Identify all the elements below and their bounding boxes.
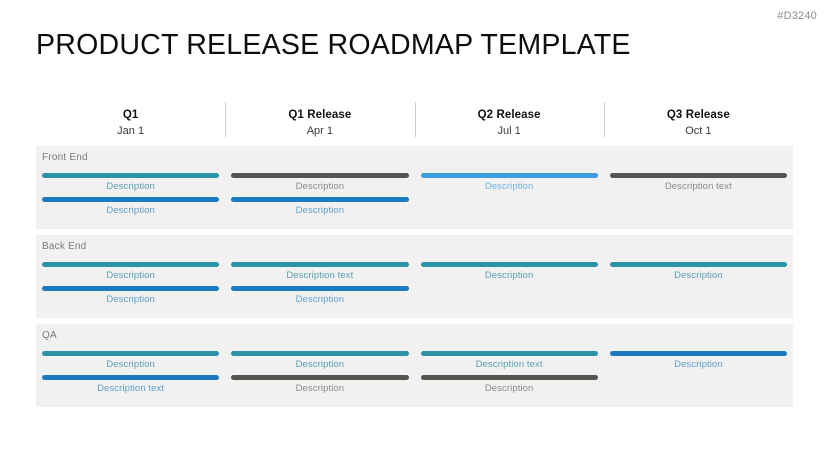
task-cell[interactable]: Description text — [415, 349, 604, 373]
task-label: Description text — [97, 383, 165, 394]
task-label: Description text — [664, 181, 732, 192]
task-label: Description — [295, 359, 345, 370]
task-cell — [415, 195, 604, 219]
task-bar[interactable] — [42, 375, 220, 380]
task-bar[interactable] — [609, 351, 787, 356]
task-cell[interactable]: Description — [415, 373, 604, 397]
timeline-column-date: Jan 1 — [117, 125, 145, 137]
timeline-column-title: Q3 Release — [666, 109, 730, 121]
task-cell[interactable]: Description — [415, 260, 604, 284]
task-bar[interactable] — [231, 173, 409, 178]
timeline-column-title: Q1 Release — [288, 109, 352, 121]
task-cell[interactable]: Description — [225, 195, 414, 219]
task-row: Description Description Description Descrip… — [36, 171, 793, 195]
task-label: Description — [484, 383, 534, 394]
task-cell[interactable]: Description — [225, 284, 414, 308]
task-bar[interactable] — [231, 197, 409, 202]
task-bar[interactable] — [42, 351, 220, 356]
swimlane-label: Front End — [42, 152, 88, 163]
task-cell — [604, 284, 793, 308]
task-cell[interactable]: Description — [415, 171, 604, 195]
task-row: Description text Description Description — [36, 373, 793, 397]
task-row: Description Description text Description De… — [36, 260, 793, 284]
task-cell — [415, 284, 604, 308]
task-label: Description — [484, 181, 534, 192]
task-bar[interactable] — [231, 286, 409, 291]
timeline-column-title: Q1 — [122, 109, 139, 121]
task-label: Description text — [475, 359, 543, 370]
task-label: Description — [106, 181, 155, 192]
task-label: Description — [295, 181, 345, 192]
task-bar[interactable] — [420, 262, 598, 267]
task-row: Description Description — [36, 195, 793, 219]
timeline-column-date: Jul 1 — [497, 125, 521, 137]
task-label: Description — [106, 359, 155, 370]
timeline-column-date: Apr 1 — [306, 125, 334, 137]
task-label: Description — [295, 205, 345, 216]
task-bar[interactable] — [420, 375, 598, 380]
task-bar[interactable] — [420, 173, 598, 178]
timeline-column-date: Oct 1 — [685, 125, 712, 137]
task-label: Description — [484, 270, 534, 281]
task-cell[interactable]: Description — [225, 349, 414, 373]
task-bar[interactable] — [420, 351, 598, 356]
task-cell[interactable]: Description — [225, 373, 414, 397]
task-bar[interactable] — [42, 197, 220, 202]
task-cell[interactable]: Description — [36, 284, 225, 308]
task-bar[interactable] — [231, 351, 409, 356]
page-title: PRODUCT RELEASE ROADMAP TEMPLATE — [36, 29, 631, 61]
task-cell — [604, 195, 793, 219]
task-label: Description — [106, 294, 155, 305]
task-label: Description — [106, 270, 155, 281]
swimlane-label: Back End — [42, 241, 87, 252]
task-bar[interactable] — [609, 262, 787, 267]
task-cell[interactable]: Description text — [36, 373, 225, 397]
task-cell[interactable]: Description text — [604, 171, 793, 195]
task-bar[interactable] — [42, 173, 220, 178]
task-cell — [604, 373, 793, 397]
task-bar[interactable] — [609, 173, 787, 178]
task-bar[interactable] — [231, 262, 409, 267]
swimlane-label: QA — [42, 330, 57, 341]
task-cell[interactable]: Description — [36, 195, 225, 219]
task-label: Description — [295, 294, 345, 305]
task-label: Description — [106, 205, 155, 216]
document-code: #D3240 — [777, 10, 817, 22]
task-cell[interactable]: Description — [36, 349, 225, 373]
task-label: Description — [674, 359, 723, 370]
task-row: Description Description Description text De… — [36, 349, 793, 373]
task-cell[interactable]: Description — [604, 349, 793, 373]
task-cell[interactable]: Description — [36, 260, 225, 284]
task-label: Description — [295, 383, 345, 394]
task-bar[interactable] — [42, 262, 220, 267]
task-cell[interactable]: Description — [36, 171, 225, 195]
task-cell[interactable]: Description text — [225, 260, 414, 284]
task-label: Description — [674, 270, 723, 281]
task-bar[interactable] — [42, 286, 220, 291]
task-row: Description Description — [36, 284, 793, 308]
task-bar[interactable] — [231, 375, 409, 380]
task-label: Description text — [286, 270, 354, 281]
task-cell[interactable]: Description — [225, 171, 414, 195]
timeline-column-title: Q2 Release — [477, 109, 541, 121]
task-cell[interactable]: Description — [604, 260, 793, 284]
